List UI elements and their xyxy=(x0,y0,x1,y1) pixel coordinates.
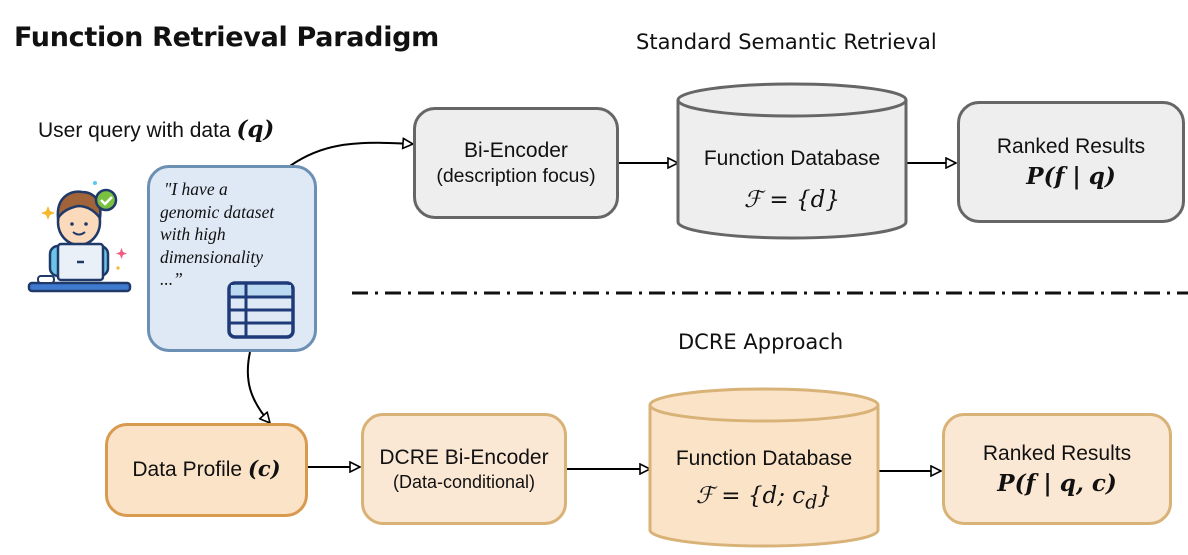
dcre-bi-encoder-title: DCRE Bi-Encoder xyxy=(379,445,549,469)
dcre-results-box: Ranked Results P(f | q, c) xyxy=(942,413,1172,525)
dcre-bi-encoder-subtitle: (Data-conditional) xyxy=(392,471,536,492)
data-profile-label: Data Profile (c) xyxy=(132,456,280,483)
query-line: "I have a xyxy=(164,179,228,199)
dcre-section-title: DCRE Approach xyxy=(678,330,844,354)
arrow-query-to-data-profile xyxy=(246,351,270,423)
dcre-database-title: Function Database xyxy=(675,447,853,470)
data-profile-symbol: (c) xyxy=(247,456,281,482)
user-query-label: User query with data (q) xyxy=(38,116,274,143)
query-line: dimensionality xyxy=(160,246,264,267)
user-query-text: User query with data xyxy=(38,119,231,142)
arrow-query-to-bi-encoder xyxy=(289,143,413,167)
subscript: d xyxy=(805,490,818,514)
standard-results-formula: P(f | q) xyxy=(1026,162,1116,190)
dcre-database-formula: ℱ = {d; cd} xyxy=(695,483,833,514)
dcre-results-title: Ranked Results xyxy=(982,442,1132,466)
dcre-database-cylinder xyxy=(648,387,880,548)
bi-encoder-box: Bi-Encoder (description focus) xyxy=(413,107,619,219)
data-profile-box: Data Profile (c) xyxy=(105,423,308,517)
dcre-database-label: Function Database ℱ = {d; cd} xyxy=(650,447,878,514)
standard-database-title: Function Database xyxy=(703,147,881,170)
standard-database-formula: ℱ = {d} xyxy=(744,187,840,213)
standard-results-title: Ranked Results xyxy=(996,135,1146,159)
query-line: ...” xyxy=(160,269,183,289)
bi-encoder-subtitle: (description focus) xyxy=(436,164,596,187)
query-symbol: (q) xyxy=(236,116,275,143)
table-icon xyxy=(227,281,295,339)
data-profile-title: Data Profile xyxy=(132,458,243,482)
dcre-results-formula: P(f | q, c) xyxy=(997,469,1117,497)
standard-database-cylinder xyxy=(676,82,908,240)
standard-section-title: Standard Semantic Retrieval xyxy=(636,30,937,54)
standard-results-box: Ranked Results P(f | q) xyxy=(957,101,1185,223)
query-line: genomic dataset xyxy=(160,201,275,222)
dcre-bi-encoder-box: DCRE Bi-Encoder (Data-conditional) xyxy=(361,413,567,525)
query-line: with high xyxy=(160,224,226,244)
bi-encoder-title: Bi-Encoder xyxy=(464,138,568,162)
person-at-laptop-icon xyxy=(27,181,132,293)
standard-database-label: Function Database ℱ = {d} xyxy=(678,147,906,213)
diagram-title: Function Retrieval Paradigm xyxy=(14,22,440,53)
